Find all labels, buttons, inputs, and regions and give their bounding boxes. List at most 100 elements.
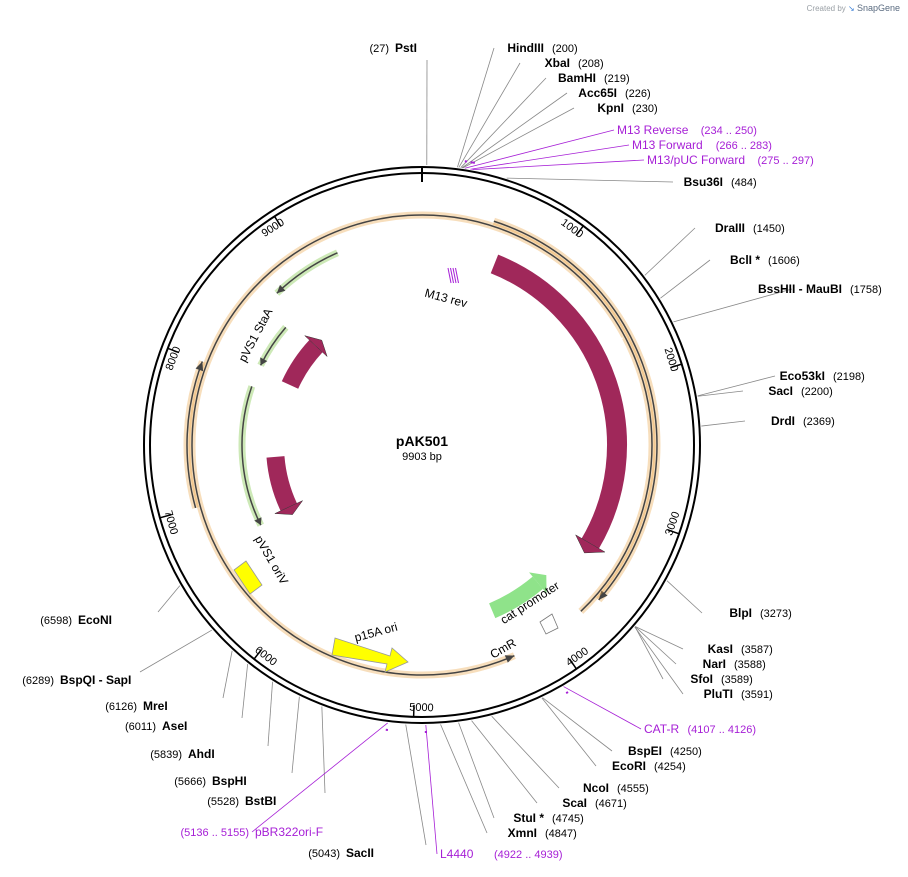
site-name: EcoRI	[612, 759, 646, 773]
tick-label: 1000	[558, 217, 585, 241]
site-coord: (4250)	[670, 746, 702, 758]
site-leader	[697, 390, 744, 397]
site-name: BspEI	[628, 744, 662, 758]
site-coord: (4847)	[545, 828, 577, 840]
site-coord: (5528)	[207, 796, 239, 808]
site-coord: (484)	[731, 177, 757, 189]
pvs1-repa-arrow-head	[274, 499, 304, 515]
tick-label: 5000	[409, 702, 434, 715]
site-coord: (5666)	[174, 776, 206, 788]
site-name: KpnI	[597, 101, 624, 115]
primer-leader	[472, 159, 645, 170]
site-coord: (6126)	[105, 701, 137, 713]
site-leader	[458, 62, 521, 168]
site-leader	[471, 720, 538, 804]
orf-arrowhead	[276, 284, 286, 294]
site-leader	[405, 724, 427, 846]
site-coord: (27)	[369, 43, 389, 55]
site-name: XmnI	[508, 826, 537, 840]
site-coord: (1606)	[768, 255, 800, 267]
orf-arrowhead	[504, 655, 515, 663]
orf-arrowhead	[254, 517, 262, 526]
site-coord: (4555)	[617, 783, 649, 795]
tick-mark	[670, 363, 682, 369]
site-name: BstBI	[245, 794, 276, 808]
cmr-body	[488, 576, 543, 619]
site-name: PstI	[395, 41, 417, 55]
tick-mark	[159, 513, 172, 519]
site-coord: (208)	[578, 58, 604, 70]
site-name: BspHI	[212, 774, 247, 788]
site-name: NcoI	[583, 781, 609, 795]
tick-mark	[273, 216, 282, 227]
cat-promoter-arrow	[539, 613, 559, 635]
site-labels: HindIII(200)XbaI(208)BamHI(219)Acc65I(22…	[22, 41, 882, 861]
site-leader	[157, 585, 181, 613]
site-name: KasI	[708, 642, 733, 656]
outer-strand-ring	[143, 166, 701, 724]
site-coord: (4745)	[552, 813, 584, 825]
site-leader	[506, 177, 674, 183]
site-coord: (3588)	[734, 659, 766, 671]
site-coord: (219)	[604, 73, 630, 85]
primer-leader	[425, 724, 438, 855]
primer-coord: (5136 .. 5155)	[181, 827, 250, 839]
site-name: Bsu36I	[684, 175, 723, 189]
site-leader	[660, 259, 711, 299]
m13-rev-mark	[450, 267, 454, 284]
m13-rev-mark	[455, 267, 459, 284]
m13-rev-mark	[452, 267, 457, 284]
site-leader	[440, 724, 488, 834]
lacz-arrow-body	[490, 254, 627, 549]
plasmid-size: 9903 bp	[402, 451, 442, 463]
snapgene-logo-icon: ↘	[848, 4, 855, 13]
cmr-head	[529, 572, 547, 594]
primer-name: L4440	[440, 847, 474, 861]
site-name: AseI	[162, 719, 187, 733]
site-coord: (1450)	[753, 223, 785, 235]
primer-leader	[563, 686, 642, 730]
site-leader	[697, 375, 776, 397]
site-coord: (230)	[632, 103, 658, 115]
site-name: DraIII	[715, 221, 745, 235]
site-name: ScaI	[562, 796, 587, 810]
site-name: PluTI	[704, 687, 733, 701]
site-coord: (2369)	[803, 416, 835, 428]
site-coord: (1758)	[850, 284, 882, 296]
backbone-rings	[143, 166, 701, 724]
site-leader	[457, 47, 495, 168]
site-name: HindIII	[507, 41, 544, 55]
site-coord: (6011)	[125, 721, 156, 733]
site-leader	[634, 626, 684, 695]
site-name: NarI	[703, 657, 726, 671]
site-name: BssHII - MauBI	[758, 282, 842, 296]
credit-brand: SnapGene	[856, 3, 900, 13]
site-coord: (2198)	[833, 371, 865, 383]
orf-line	[186, 361, 204, 509]
site-name: SfoI	[690, 672, 713, 686]
site-name: StuI *	[513, 811, 544, 825]
credit-line: Created by ↘ SnapGene	[807, 3, 900, 13]
pvs1-repa-arrow-body	[266, 455, 298, 511]
primer-coord: (266 .. 283)	[716, 140, 772, 152]
primer-coord: (275 .. 297)	[758, 155, 814, 167]
primer-name: M13 Forward	[632, 138, 703, 152]
site-leader	[139, 629, 213, 673]
site-name: EcoNI	[78, 613, 112, 627]
pvs1-staa-arrow-body	[281, 339, 323, 389]
primer-leader	[470, 144, 630, 170]
site-coord: (5839)	[150, 749, 182, 761]
primer-name: CAT-R	[644, 722, 679, 736]
site-coord: (6289)	[22, 675, 54, 687]
site-leader	[542, 697, 613, 752]
primer-coord: (4107 .. 4126)	[688, 724, 757, 736]
site-leader	[222, 650, 233, 699]
site-leader	[666, 580, 703, 614]
feature-label: lacZ	[611, 336, 630, 362]
site-leader	[673, 288, 793, 323]
site-name: AhdI	[188, 747, 215, 761]
site-leader	[491, 715, 560, 789]
site-leader	[321, 706, 326, 794]
site-leader	[634, 626, 677, 665]
